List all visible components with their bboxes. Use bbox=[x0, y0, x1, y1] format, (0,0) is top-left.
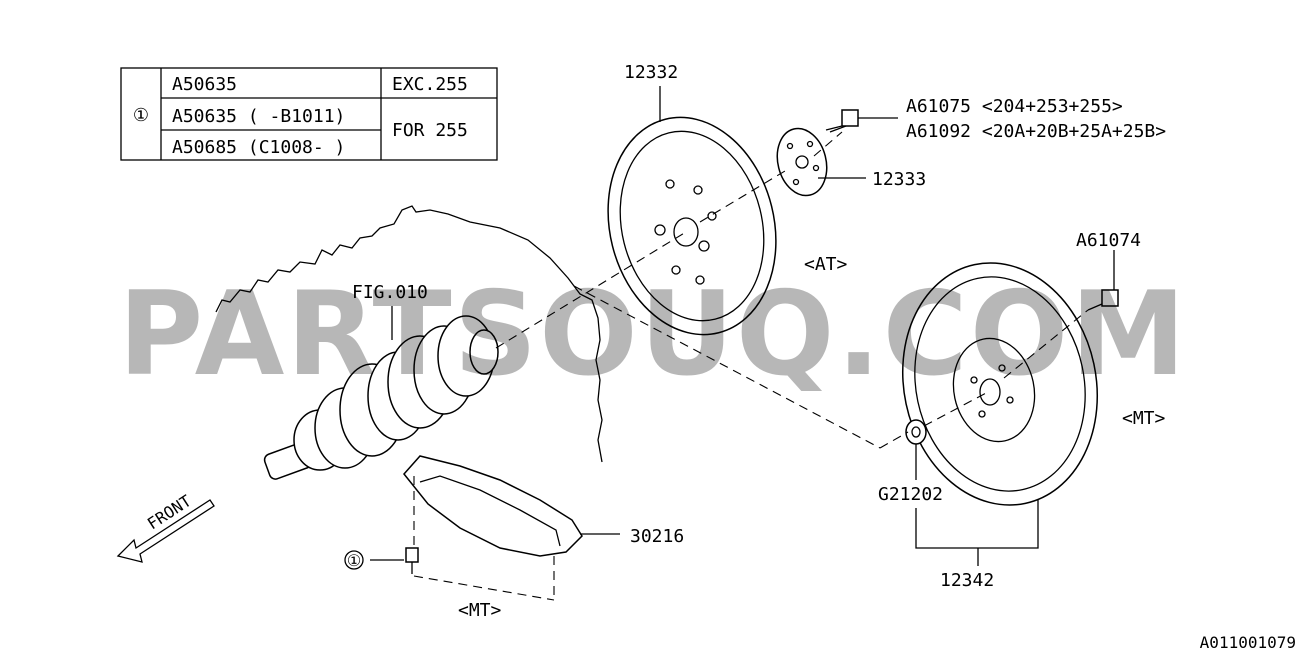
table-row-2-part: A50635 ( -B1011) bbox=[172, 106, 345, 127]
leader-lines bbox=[370, 86, 1115, 566]
table-row-1-note: EXC.255 bbox=[392, 74, 468, 95]
engine-block-outline bbox=[215, 205, 603, 463]
label-a61092[interactable]: A61092 <20A+20B+25A+25B> bbox=[906, 121, 1166, 142]
label-mt-oilpan: <MT> bbox=[458, 600, 502, 621]
label-a61074[interactable]: A61074 bbox=[1076, 230, 1141, 251]
reference-table: ① A50635 EXC.255 A50635 ( -B1011) FOR 25… bbox=[120, 67, 498, 161]
label-at: <AT> bbox=[804, 254, 848, 275]
label-12342[interactable]: 12342 bbox=[940, 570, 994, 591]
circle-ref-marker bbox=[344, 550, 364, 570]
label-mt-flywheel: <MT> bbox=[1122, 408, 1166, 429]
table-row-2-note: FOR 255 bbox=[392, 120, 468, 141]
flywheel-mt bbox=[901, 262, 1099, 506]
label-12333[interactable]: 12333 bbox=[872, 169, 926, 190]
bolt-a61074 bbox=[1087, 289, 1119, 311]
watermark-text: PARTSOUQ.COM bbox=[118, 267, 1188, 402]
label-12332[interactable]: 12332 bbox=[624, 62, 678, 83]
front-arrow: FRONT bbox=[116, 491, 215, 563]
bolt-oil-pan bbox=[405, 547, 419, 574]
crankshaft bbox=[263, 315, 499, 480]
reinforcement-plate bbox=[776, 127, 828, 197]
pilot-bearing bbox=[905, 419, 927, 445]
label-circle-1[interactable]: ① bbox=[347, 551, 361, 570]
diagram-code: A011001079 bbox=[1200, 633, 1296, 652]
oil-pan bbox=[403, 455, 583, 557]
label-g21202[interactable]: G21202 bbox=[878, 484, 943, 505]
table-ref-symbol: ① bbox=[133, 105, 149, 126]
label-30216[interactable]: 30216 bbox=[630, 526, 684, 547]
label-a61075[interactable]: A61075 <204+253+255> bbox=[906, 96, 1123, 117]
table-row-1-part: A50635 bbox=[172, 74, 237, 95]
dashed-guide-lines bbox=[413, 131, 1089, 601]
table-row-3-part: A50685 (C1008- ) bbox=[172, 137, 345, 158]
bolt-a61075 bbox=[825, 109, 859, 133]
oil-pan-inner bbox=[419, 475, 561, 547]
label-fig010[interactable]: FIG.010 bbox=[352, 282, 428, 303]
drive-plate-at bbox=[607, 116, 777, 336]
